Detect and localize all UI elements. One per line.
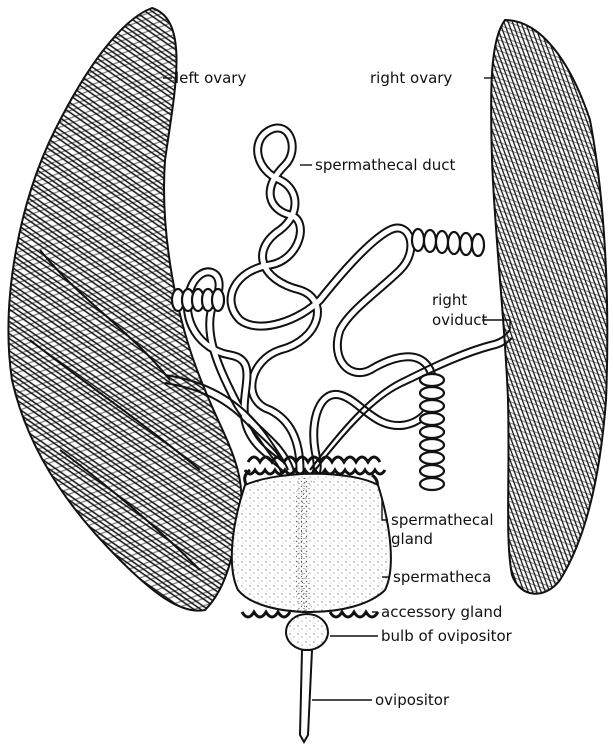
label-right-oviduct-1: right <box>432 291 467 309</box>
ovipositor <box>300 650 312 742</box>
label-spermatheca: spermatheca <box>393 568 491 586</box>
coil-lower-right <box>420 374 444 490</box>
label-left-ovary: left ovary <box>175 69 246 87</box>
spermatheca <box>232 474 391 612</box>
label-bulb-of-ovipositor: bulb of ovipositor <box>381 627 513 645</box>
label-spermathecal-gland-2: gland <box>391 530 433 548</box>
label-spermathecal-duct: spermathecal duct <box>315 156 456 174</box>
bulb-of-ovipositor <box>286 614 328 650</box>
coil-upper-right <box>412 229 484 256</box>
label-accessory-gland: accessory gland <box>381 603 502 621</box>
right-ovary <box>491 20 607 594</box>
label-right-ovary: right ovary <box>370 69 452 87</box>
coil-left <box>172 289 224 311</box>
label-right-oviduct-2: oviduct <box>432 311 487 329</box>
label-ovipositor: ovipositor <box>375 691 450 709</box>
label-spermathecal-gland-1: spermathecal <box>391 511 494 529</box>
